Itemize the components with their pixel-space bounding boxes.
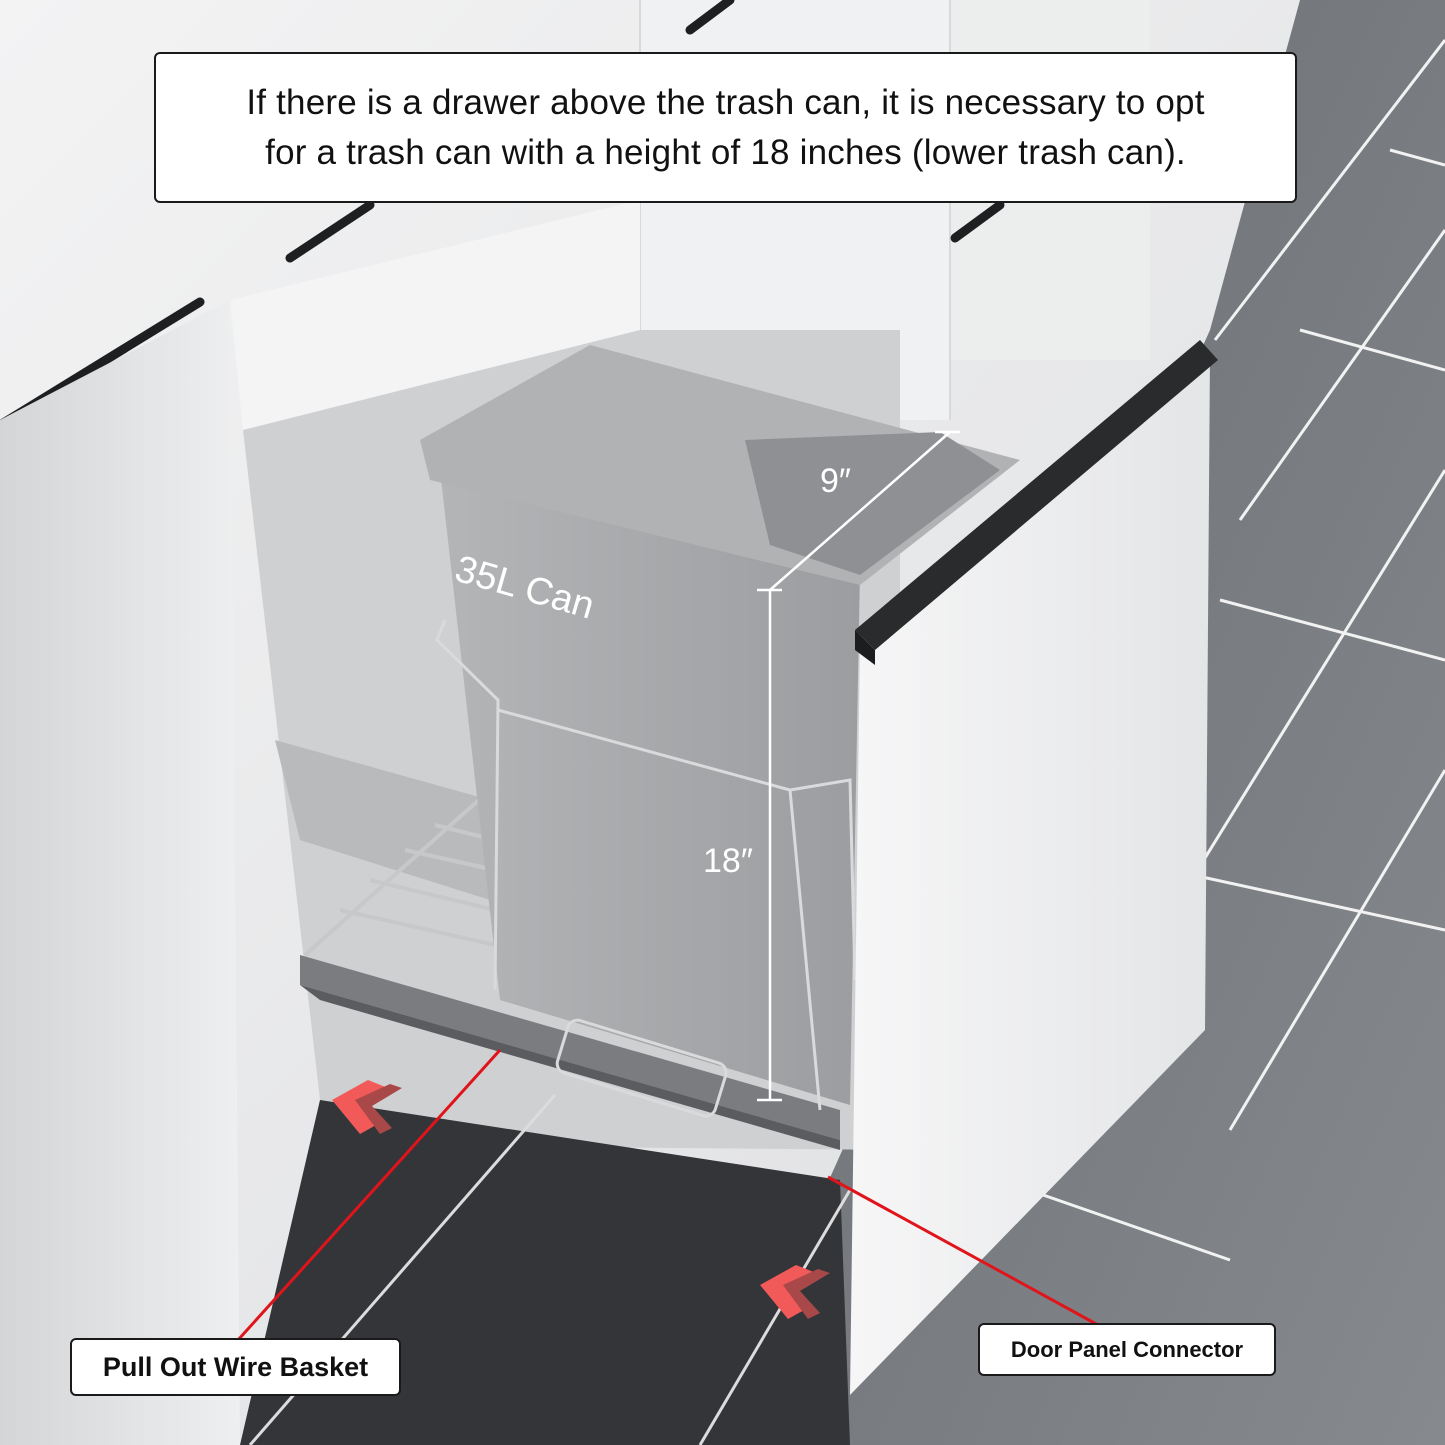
info-note: If there is a drawer above the trash can… — [154, 52, 1297, 203]
trash-can-body — [440, 470, 860, 1105]
door-handle — [855, 340, 1218, 650]
left-cabinet — [0, 300, 240, 1445]
double-chevron-left-icon — [760, 1265, 830, 1319]
info-note-line-2: for a trash can with a height of 18 inch… — [265, 132, 1186, 172]
callout-door-panel-connector: Door Panel Connector — [978, 1323, 1276, 1376]
door-panel — [850, 355, 1210, 1395]
width-dimension-label: 9″ — [820, 462, 851, 500]
height-dimension-label: 18″ — [703, 842, 753, 880]
basket-base-rail — [300, 955, 840, 1140]
double-chevron-left-icon — [332, 1080, 402, 1134]
info-note-line-1: If there is a drawer above the trash can… — [246, 82, 1205, 122]
callout-pull-out-wire-basket: Pull Out Wire Basket — [70, 1338, 401, 1396]
